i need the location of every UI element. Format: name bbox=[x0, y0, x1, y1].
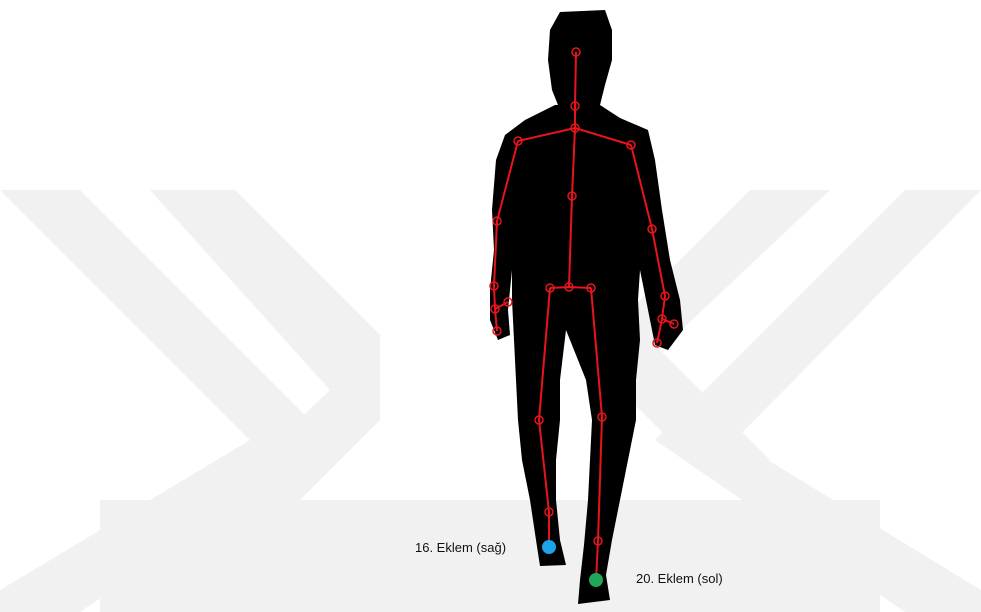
right-ankle-joint-marker bbox=[542, 540, 556, 554]
silhouette-head bbox=[548, 10, 612, 110]
watermark-bar-bottom bbox=[100, 500, 880, 612]
left-joint-label: 20. Eklem (sol) bbox=[636, 571, 723, 586]
bone-head-neck bbox=[575, 52, 576, 106]
right-joint-label: 16. Eklem (sağ) bbox=[415, 540, 506, 555]
left-ankle-joint-marker bbox=[589, 573, 603, 587]
bone-spineBase-hipR bbox=[550, 287, 569, 288]
